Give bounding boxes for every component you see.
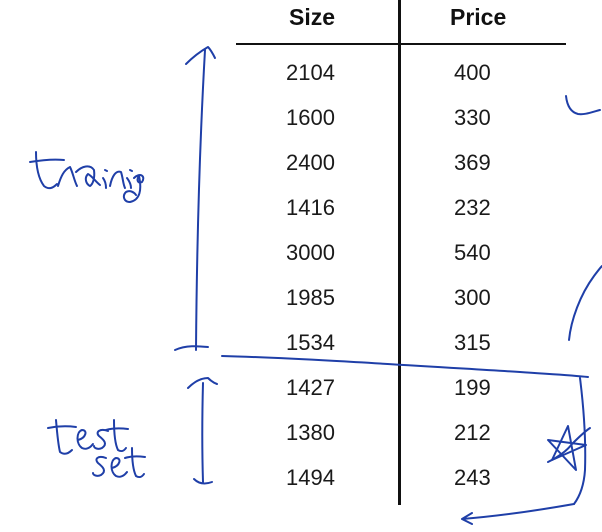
training-bracket [174, 46, 216, 351]
size-cell: 1416 [286, 195, 335, 220]
header-rule [236, 43, 566, 45]
bottom-return-arrow [461, 503, 575, 525]
size-cell: 1380 [286, 420, 335, 445]
size-cell: 3000 [286, 240, 335, 265]
price-cell: 300 [454, 285, 491, 310]
price-cell: 330 [454, 105, 491, 130]
price-cell: 540 [454, 240, 491, 265]
size-cell: 1534 [286, 330, 335, 355]
star-mark [547, 425, 587, 471]
training-label: training [29, 151, 145, 203]
test-label: test [47, 419, 129, 455]
size-cell: 1494 [286, 465, 335, 490]
size-cell: 1600 [286, 105, 335, 130]
size-cell: 1427 [286, 375, 335, 400]
right-box-edge [573, 377, 587, 505]
price-cell: 232 [454, 195, 491, 220]
price-cell: 369 [454, 150, 491, 175]
price-cell: 315 [454, 330, 491, 355]
right-curve-top [565, 95, 601, 116]
right-curve-middle [568, 265, 602, 341]
price-cell: 400 [454, 60, 491, 85]
size-cell: 1985 [286, 285, 335, 310]
size-cell: 2400 [286, 150, 335, 175]
test-bracket [187, 377, 218, 485]
price-cell: 212 [454, 420, 491, 445]
set-label: set [92, 447, 146, 479]
star-scribble [547, 427, 591, 463]
price-cell: 199 [454, 375, 491, 400]
column-divider [398, 0, 401, 505]
price-column-header: Price [450, 4, 507, 30]
price-cell: 243 [454, 465, 491, 490]
split-line [221, 355, 589, 378]
size-column-header: Size [289, 4, 336, 30]
size-cell: 2104 [286, 60, 335, 85]
